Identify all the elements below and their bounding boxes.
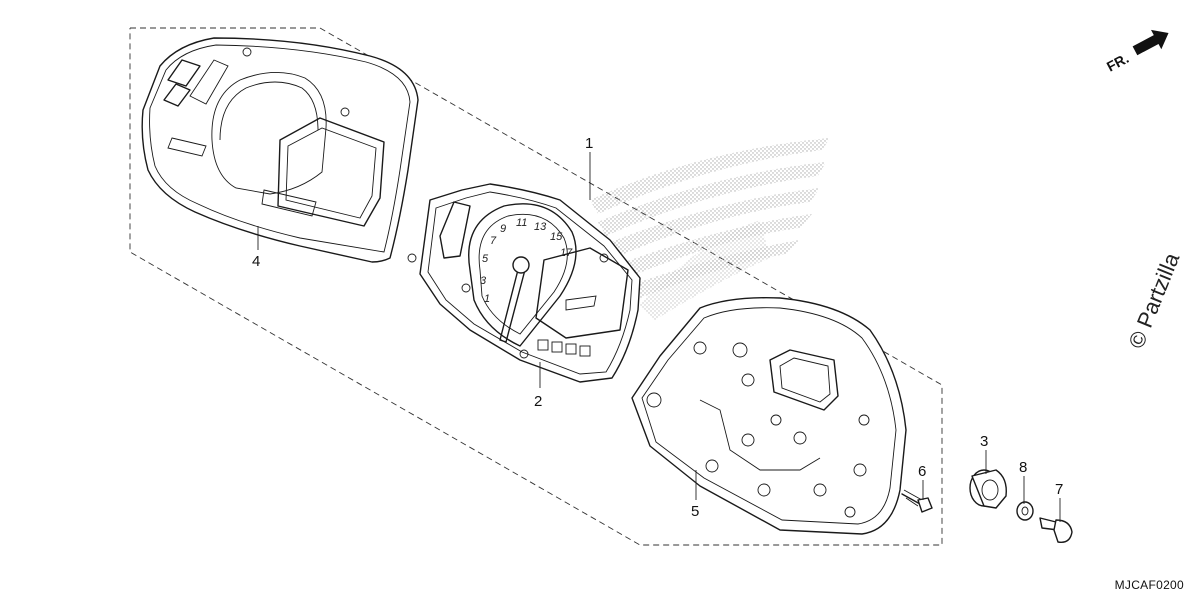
callout-3: 3 (980, 433, 988, 450)
front-direction-label: FR. (1104, 50, 1131, 75)
grommet-part-3[interactable] (969, 469, 1007, 509)
gauge-number: 7 (490, 235, 497, 247)
washer-part-8[interactable] (1016, 501, 1034, 521)
callout-6: 6 (918, 463, 926, 480)
callout-2: 2 (534, 393, 542, 410)
meter-visor-part-4[interactable] (141, 37, 419, 263)
wing-logo-watermark (590, 138, 830, 320)
lower-case-part-5[interactable] (631, 297, 907, 535)
callout-7: 7 (1055, 481, 1063, 498)
callout-8: 8 (1019, 459, 1027, 476)
bolt-part-7[interactable] (1039, 517, 1073, 543)
copyright-watermark: © Partzilla (1123, 249, 1184, 352)
gauge-number: 13 (534, 221, 547, 233)
gauge-number: 3 (480, 275, 487, 287)
leader-lines (257, 152, 1061, 522)
gauge-number: 1 (484, 293, 490, 305)
gauge-number: 15 (550, 231, 563, 243)
assembly-boundary (129, 27, 943, 546)
gauge-number: 11 (516, 217, 527, 229)
screw-part-6[interactable] (901, 489, 933, 513)
callout-1: 1 (585, 135, 593, 152)
callout-4: 4 (252, 253, 260, 270)
gauge-number: 9 (500, 223, 506, 235)
meter-unit-part-2[interactable]: 1 3 5 7 9 11 13 15 17 (407, 183, 641, 383)
gauge-number: 5 (482, 253, 489, 265)
front-direction-indicator: FR. (1104, 29, 1169, 75)
callout-5: 5 (691, 503, 699, 520)
gauge-number: 17 (560, 247, 573, 259)
front-arrow-icon (1132, 29, 1169, 56)
diagram-code: MJCAF0200 (1114, 578, 1184, 592)
